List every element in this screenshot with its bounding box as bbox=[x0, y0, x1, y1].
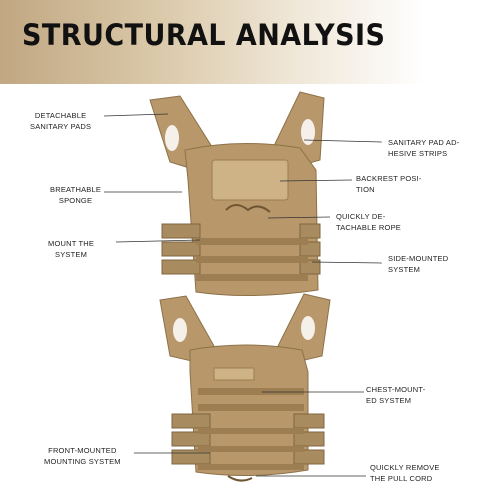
label-sanitary-pad-strips: SANITARY PAD AD- HESIVE STRIPS bbox=[388, 138, 460, 158]
label-remove-pull-cord: QUICKLY REMOVE THE PULL CORD bbox=[370, 463, 440, 483]
page-title: STRUCTURAL ANALYSIS bbox=[22, 18, 386, 52]
callout-lines bbox=[103, 113, 383, 477]
title-banner bbox=[0, 0, 500, 84]
label-detachable-rope: QUICKLY DE- TACHABLE ROPE bbox=[336, 212, 401, 232]
label-mount-system: MOUNT THE SYSTEM bbox=[48, 239, 95, 259]
front-vest-image bbox=[159, 293, 331, 482]
label-side-mounted-system: SIDE-MOUNTED SYSTEM bbox=[388, 254, 449, 274]
label-detachable-sanitary-pads: DETACHABLE SANITARY PADS bbox=[30, 111, 92, 131]
label-chest-mounted-system: CHEST-MOUNT- ED SYSTEM bbox=[366, 385, 426, 405]
back-vest-image bbox=[149, 91, 325, 297]
label-front-mounted-system: FRONT-MOUNTED MOUNTING SYSTEM bbox=[44, 446, 121, 466]
label-backrest-position: BACKREST POSI- TION bbox=[356, 174, 422, 194]
label-breathable-sponge: BREATHABLE SPONGE bbox=[50, 185, 102, 205]
